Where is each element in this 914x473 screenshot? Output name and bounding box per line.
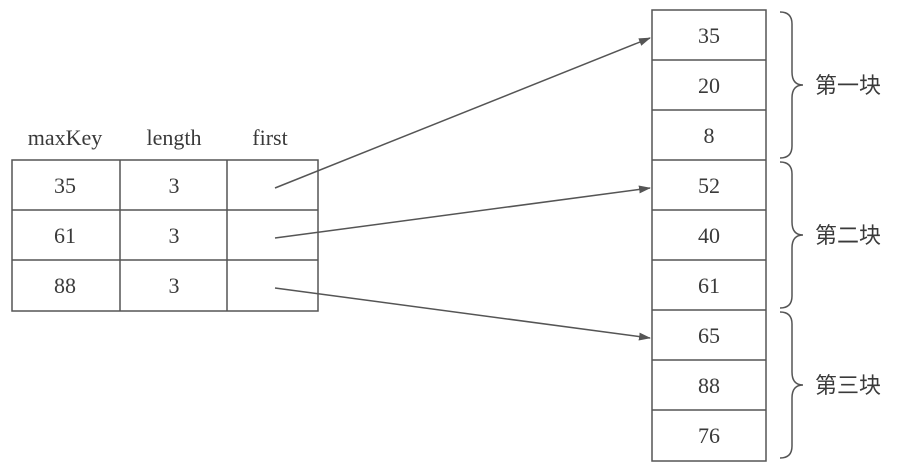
pointer-arrow-block2	[274, 185, 651, 239]
index-table-row: 88 3	[54, 273, 180, 298]
block-array: 35 20 8 52 40 61 65 88 76	[651, 9, 767, 462]
block-cell: 65	[698, 323, 720, 348]
curly-brace-block2	[779, 161, 804, 309]
block-braces: 第一块 第二块 第三块	[779, 11, 881, 459]
block-cell: 76	[698, 423, 720, 448]
block-cell: 8	[704, 123, 715, 148]
index-table-border	[11, 159, 319, 312]
block-cell: 61	[698, 273, 720, 298]
block-cell: 20	[698, 73, 720, 98]
block-array-border	[651, 9, 767, 462]
block-cell: 52	[698, 173, 720, 198]
index-table-row: 35 3	[54, 173, 180, 198]
index-table-row: 61 3	[54, 223, 180, 248]
header-length: length	[147, 125, 202, 150]
maxkey-cell: 88	[54, 273, 76, 298]
length-cell: 3	[169, 273, 180, 298]
block-cell: 88	[698, 373, 720, 398]
length-cell: 3	[169, 223, 180, 248]
maxkey-cell: 35	[54, 173, 76, 198]
block-label-second: 第二块	[815, 223, 881, 248]
index-table: maxKey length first 35 3 61 3 88 3	[11, 125, 319, 312]
length-cell: 3	[169, 173, 180, 198]
pointer-arrow-block3	[274, 287, 651, 341]
block-label-first: 第一块	[815, 73, 881, 98]
curly-brace-block1	[779, 11, 804, 159]
block-cell: 40	[698, 223, 720, 248]
pointer-arrows	[274, 37, 651, 341]
maxkey-cell: 61	[54, 223, 76, 248]
block-label-third: 第三块	[815, 373, 881, 398]
block-cell: 35	[698, 23, 720, 48]
pointer-arrow-block1	[274, 37, 651, 189]
curly-brace-block3	[779, 311, 804, 459]
header-maxkey: maxKey	[28, 125, 103, 150]
header-first: first	[252, 125, 287, 150]
